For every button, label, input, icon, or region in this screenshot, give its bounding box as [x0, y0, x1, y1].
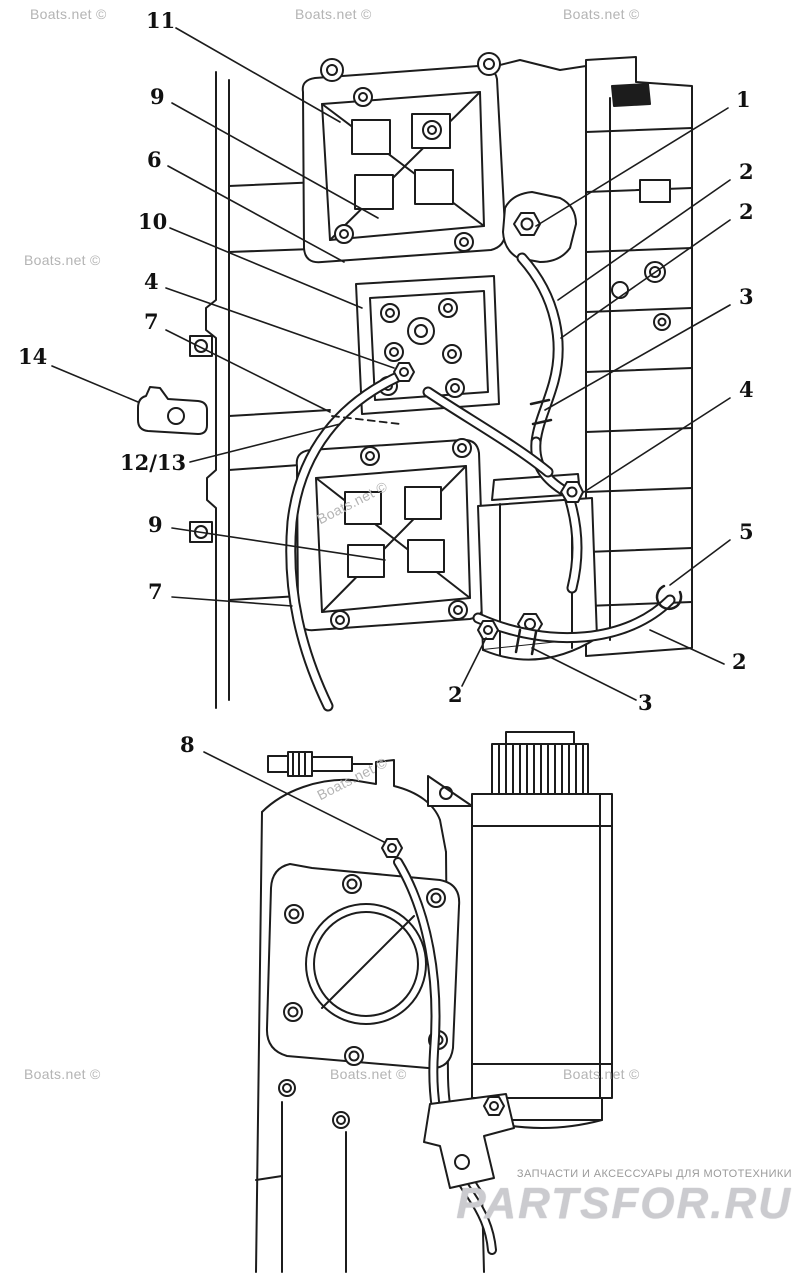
- callout-2-d: 2: [448, 682, 463, 707]
- starter-motor: [427, 731, 613, 1129]
- water-pump-flange: [265, 863, 461, 1129]
- callout-2-c: 2: [732, 649, 747, 674]
- leader-lines: [51, 27, 731, 843]
- footer-tagline: ЗАПЧАСТИ И АКСЕССУАРЫ ДЛЯ МОТОТЕХНИКИ: [516, 1168, 792, 1180]
- bottom-cylinder-head-cover: [295, 438, 486, 632]
- partsfor-logo: PARTSFOR.RU: [456, 1179, 792, 1228]
- callout-2-a: 2: [739, 159, 754, 184]
- callout-12-13: 12/13: [120, 450, 187, 475]
- callout-6: 6: [147, 147, 162, 172]
- callout-2-b: 2: [739, 199, 754, 224]
- hidden-part-dashed-line: [331, 415, 401, 425]
- lower-engine-assembly: [255, 731, 613, 1273]
- watermark: Boats.net ©: [30, 6, 107, 22]
- watermark: Boats.net ©: [563, 1066, 640, 1082]
- bracket-part-14: [137, 386, 208, 435]
- callout-4-right: 4: [739, 377, 754, 402]
- callout-11: 11: [146, 8, 176, 33]
- upper-engine-assembly: [137, 52, 693, 712]
- crankcase-left-edge: [205, 71, 217, 709]
- callout-3-b: 3: [638, 690, 653, 715]
- hose-joint-bolt-8: [381, 838, 403, 858]
- thermostat-housing: [502, 191, 577, 263]
- callout-5: 5: [739, 519, 754, 544]
- callout-7-bottom: 7: [148, 579, 163, 604]
- top-cylinder-head-cover: [301, 52, 507, 264]
- hose-fittings: [393, 362, 683, 656]
- footer-branding: ЗАПЧАСТИ И АКСЕССУАРЫ ДЛЯ МОТОТЕХНИКИ PA…: [456, 1168, 792, 1226]
- callout-8: 8: [180, 732, 195, 757]
- callout-7-top: 7: [144, 309, 159, 334]
- water-hoses: [285, 252, 676, 712]
- callout-10: 10: [138, 209, 168, 234]
- callout-1: 1: [736, 87, 751, 112]
- callout-9-bottom: 9: [148, 512, 163, 537]
- callout-9-top: 9: [150, 84, 165, 109]
- hose-clamp-bracket: [423, 1093, 515, 1189]
- callout-4-left: 4: [144, 269, 159, 294]
- cylinder-block-right: [585, 56, 693, 657]
- callout-14: 14: [18, 344, 48, 369]
- watermark: Boats.net ©: [330, 1066, 407, 1082]
- watermark: Boats.net ©: [563, 6, 640, 22]
- watermark: Boats.net ©: [24, 1066, 101, 1082]
- lower-water-hose: [393, 857, 497, 1255]
- callout-3-a: 3: [739, 284, 754, 309]
- fuel-pump-assembly: [477, 473, 598, 661]
- watermark: Boats.net ©: [24, 252, 101, 268]
- spark-plug: [267, 751, 373, 777]
- watermark: Boats.net ©: [295, 6, 372, 22]
